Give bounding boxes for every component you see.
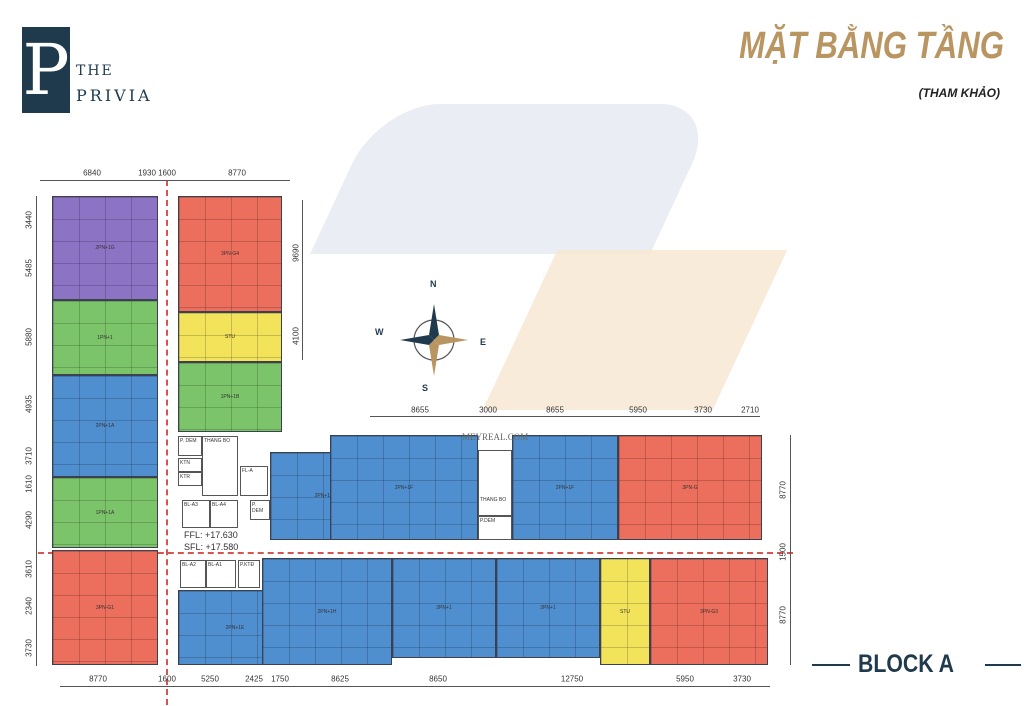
dimension-label: 3710 bbox=[24, 447, 34, 465]
dimension-label: 4935 bbox=[24, 395, 34, 413]
block-divider-right bbox=[985, 664, 1021, 666]
dimension-line bbox=[40, 180, 290, 181]
unit[interactable]: 3PN-G3 bbox=[650, 558, 768, 665]
watermark-text: MEYREAL.COM bbox=[462, 432, 529, 442]
unit[interactable]: 1PN+1A bbox=[52, 477, 158, 548]
core-stair: THANG BO bbox=[478, 450, 512, 516]
core-lift: BL-A2 bbox=[180, 560, 206, 588]
dimension-label: 8770 bbox=[778, 606, 788, 624]
grid-axis-horizontal bbox=[38, 552, 793, 554]
dimension-label: 8770 bbox=[778, 481, 788, 499]
sfl-level: SFL: +17.580 bbox=[184, 542, 239, 552]
core-lift: BL-A1 bbox=[206, 560, 236, 588]
dimension-label: 3730 bbox=[694, 405, 712, 415]
dimension-label: 5950 bbox=[629, 405, 647, 415]
core-room: P. DEM bbox=[178, 436, 202, 456]
compass-icon bbox=[392, 290, 476, 390]
unit[interactable]: STU bbox=[600, 558, 650, 665]
unit[interactable]: 1PN+1B bbox=[178, 362, 282, 432]
core-lift: BL-A3 bbox=[182, 500, 210, 528]
dimension-line bbox=[790, 435, 791, 665]
dimension-line bbox=[370, 416, 760, 417]
dimension-label: 3000 bbox=[479, 405, 497, 415]
dimension-label: 5950 bbox=[676, 674, 694, 684]
dimension-label: 1610 bbox=[24, 475, 34, 493]
grid-axis-vertical bbox=[166, 180, 168, 705]
ffl-level: FFL: +17.630 bbox=[184, 530, 238, 540]
dimension-label: 3730 bbox=[24, 639, 34, 657]
dimension-label: 8625 bbox=[331, 674, 349, 684]
dimension-label: 1600 bbox=[158, 168, 176, 178]
dimension-label: 8650 bbox=[429, 674, 447, 684]
dimension-label: 6840 bbox=[83, 168, 101, 178]
core-room: P.KTĐ bbox=[238, 560, 260, 588]
unit[interactable]: 2PN+1F bbox=[330, 435, 478, 540]
dimension-line bbox=[60, 686, 770, 687]
compass-south: S bbox=[422, 383, 429, 393]
block-label: BLOCK A bbox=[858, 650, 955, 678]
logo-text-the: THE bbox=[76, 63, 114, 79]
logo-text-privia: PRIVIA bbox=[76, 86, 153, 105]
dimension-label: 5880 bbox=[24, 328, 34, 346]
page-subtitle: (THAM KHẢO) bbox=[918, 86, 1000, 100]
compass-east: E bbox=[480, 337, 487, 347]
dimension-line bbox=[36, 196, 37, 666]
unit[interactable]: 3PN-G1 bbox=[52, 550, 158, 665]
dimension-label: 8770 bbox=[89, 674, 107, 684]
unit[interactable]: 1PN+1 bbox=[52, 300, 158, 375]
unit[interactable]: 2PN+1F bbox=[512, 435, 618, 540]
watermark-shape bbox=[482, 250, 788, 410]
dimension-label: 1600 bbox=[158, 674, 176, 684]
unit[interactable]: 3PN-G bbox=[618, 435, 762, 540]
dimension-label: 2710 bbox=[741, 405, 759, 415]
core-lift: BL-A4 bbox=[210, 500, 238, 528]
dimension-label: 2340 bbox=[24, 597, 34, 615]
dimension-label: 3440 bbox=[24, 211, 34, 229]
dimension-label: 12750 bbox=[560, 674, 584, 684]
unit[interactable]: 2PN+1G bbox=[52, 196, 158, 300]
dimension-label: 8770 bbox=[228, 168, 246, 178]
unit[interactable]: 2PN+1 bbox=[392, 558, 496, 658]
dimension-label: 5485 bbox=[24, 259, 34, 277]
logo: P bbox=[22, 27, 70, 113]
core-room: KTR bbox=[178, 472, 202, 486]
dimension-label: 1750 bbox=[271, 674, 289, 684]
dimension-label: 5250 bbox=[201, 674, 219, 684]
dimension-label: 4290 bbox=[24, 511, 34, 529]
block-divider-left bbox=[812, 664, 850, 666]
dimension-label: 2425 bbox=[245, 674, 263, 684]
dimension-label: 1930 bbox=[138, 168, 156, 178]
dimension-label: 9690 bbox=[291, 244, 301, 262]
core-room: FL-A bbox=[240, 466, 268, 496]
dimension-label: 8655 bbox=[411, 405, 429, 415]
dimension-label: 3730 bbox=[733, 674, 751, 684]
core-room: KTN bbox=[178, 458, 202, 472]
dimension-label: 4100 bbox=[291, 327, 301, 345]
compass-north: N bbox=[430, 279, 437, 289]
compass-west: W bbox=[375, 327, 384, 337]
unit[interactable]: 3PN-G4 bbox=[178, 196, 282, 312]
unit[interactable]: 2PN+1A bbox=[52, 375, 158, 477]
core-room: P. DEM bbox=[250, 500, 270, 520]
unit[interactable]: 2PN+1 bbox=[496, 558, 600, 658]
core-stair: THANG BO bbox=[202, 436, 238, 496]
unit[interactable]: 2PN+1H bbox=[262, 558, 392, 665]
dimension-label: 3610 bbox=[24, 560, 34, 578]
watermark-shape bbox=[310, 104, 720, 254]
dimension-label: 1500 bbox=[778, 543, 788, 561]
unit[interactable]: STU bbox=[178, 312, 282, 362]
core-room: P.DEM bbox=[478, 516, 512, 540]
page-title: MẶT BẰNG TẦNG bbox=[739, 25, 1004, 67]
dimension-line bbox=[302, 200, 303, 360]
dimension-label: 8655 bbox=[546, 405, 564, 415]
